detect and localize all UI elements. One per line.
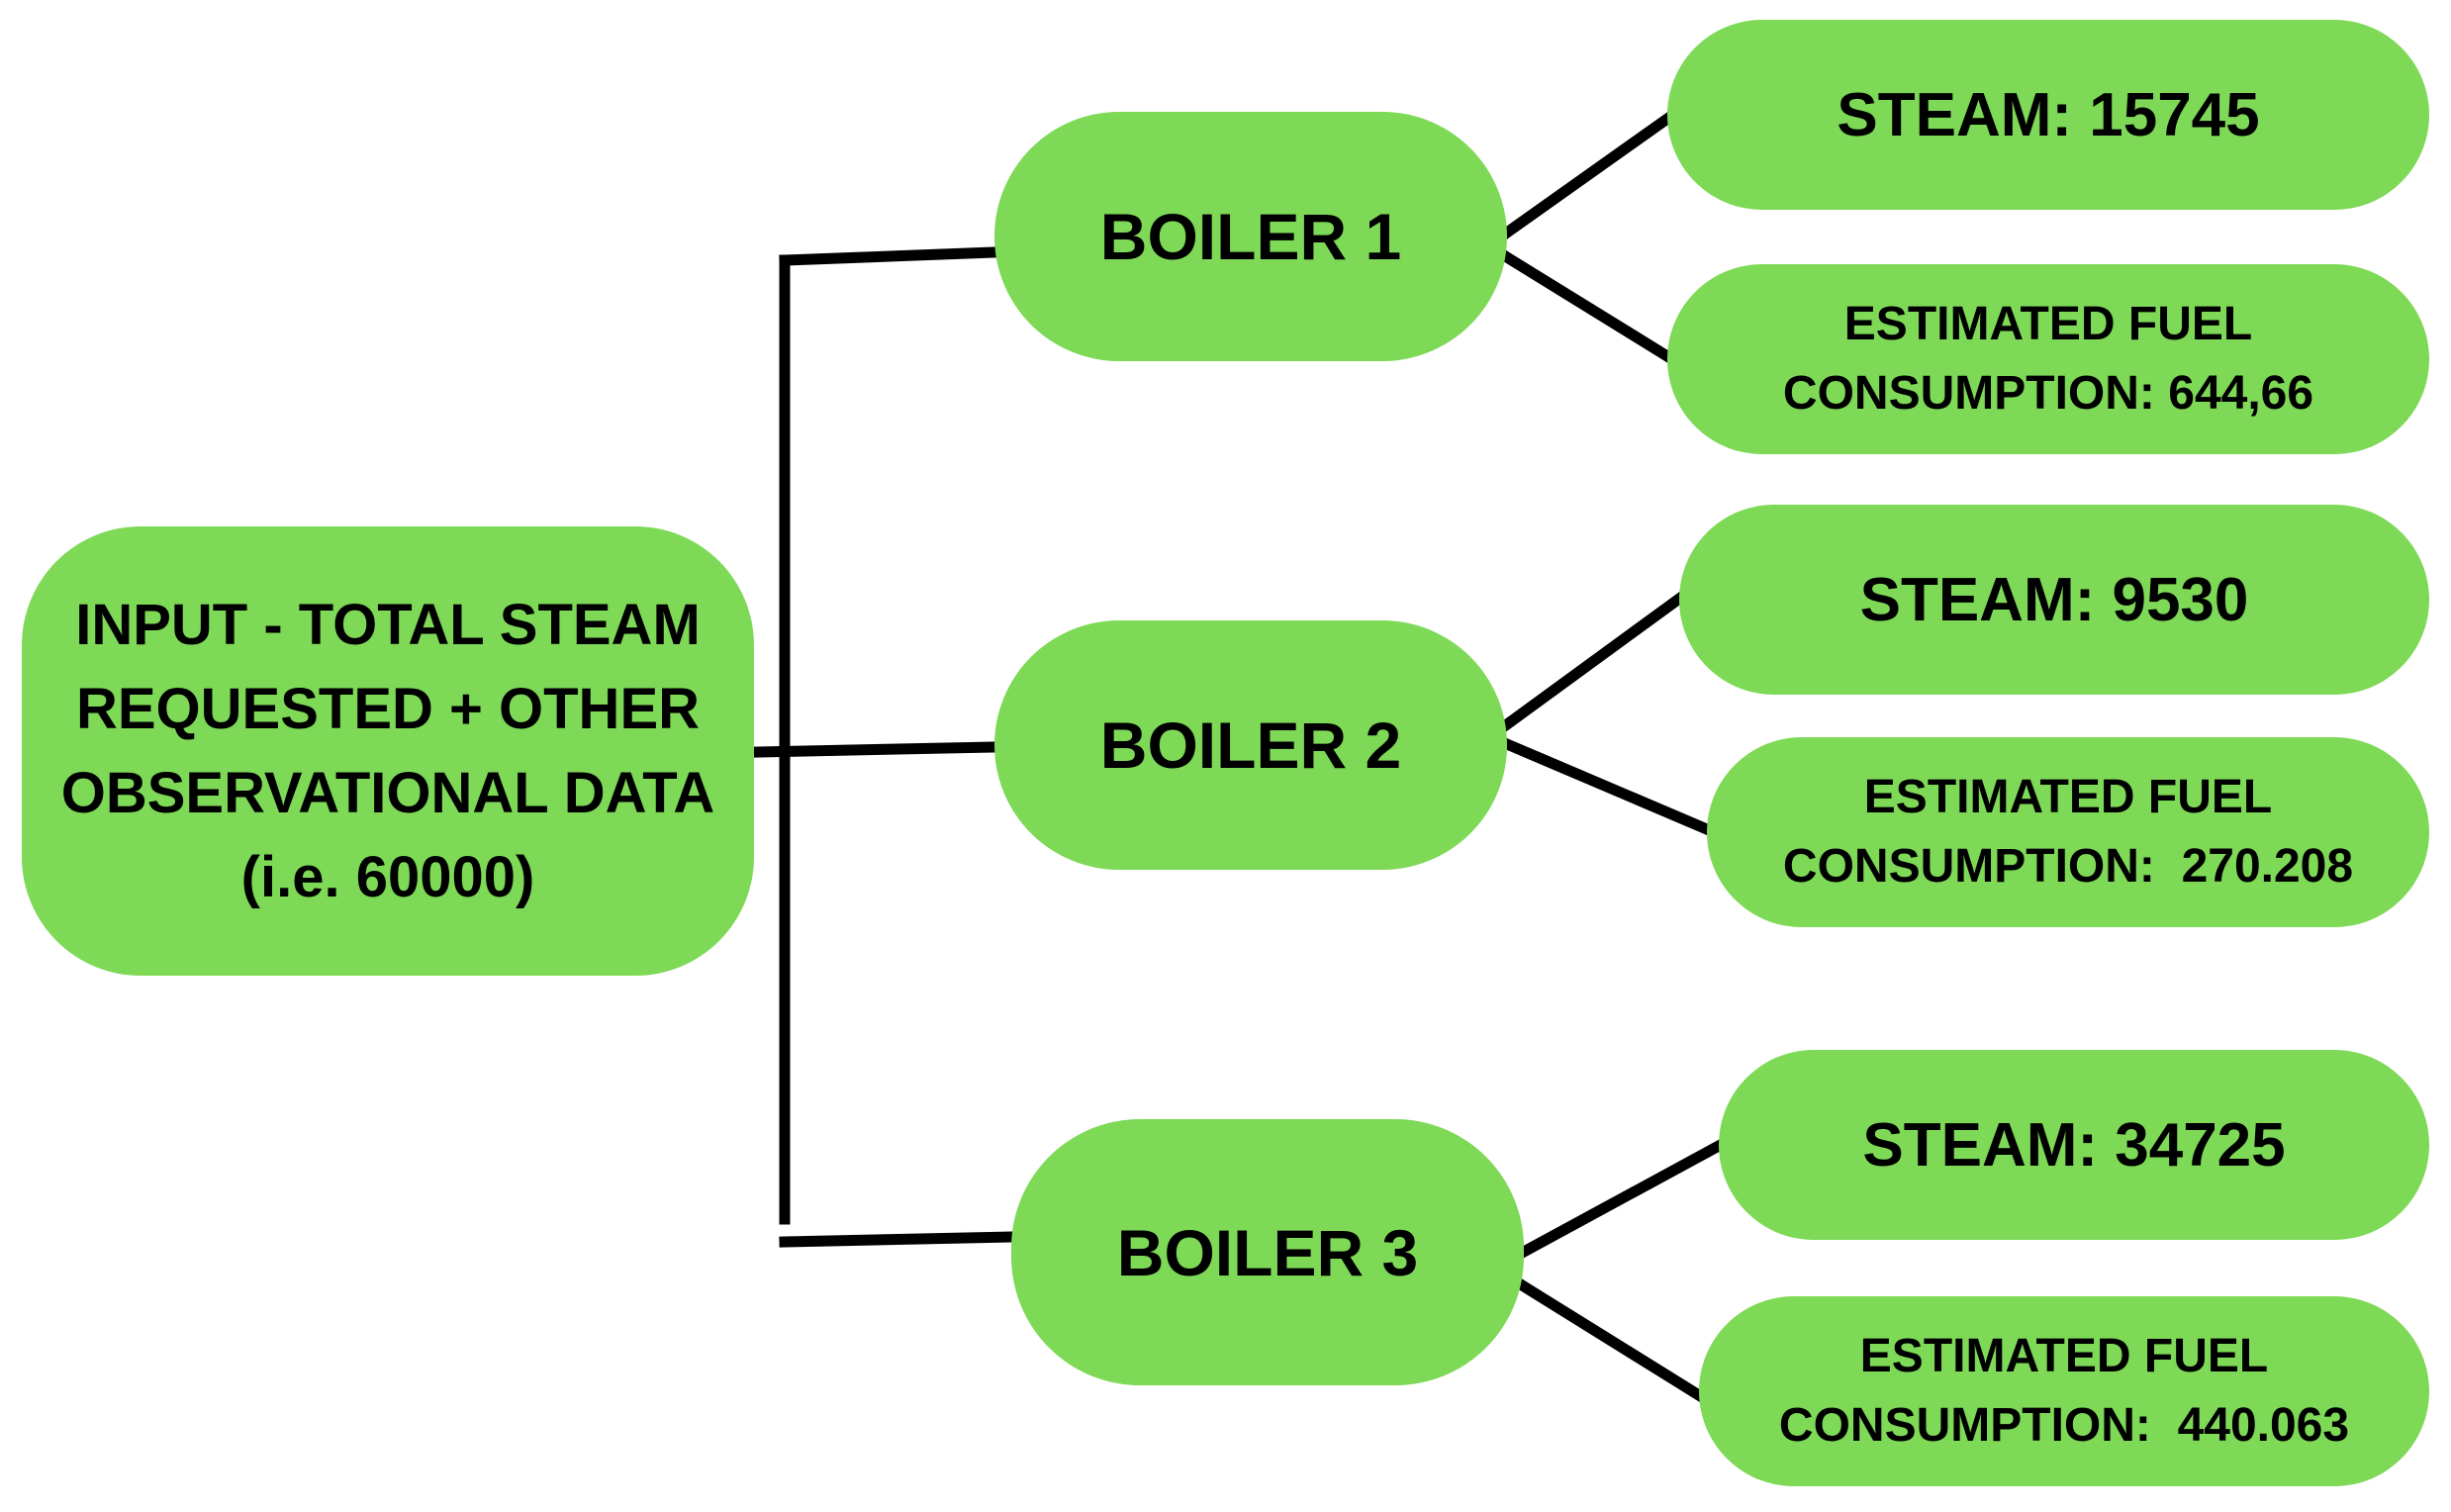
- boiler-3-label: BOILER 3: [1116, 1215, 1419, 1289]
- boiler-2-steam-node: STEAM: 9530: [1679, 505, 2429, 695]
- input-line-2: REQUESTED + OTHER: [75, 677, 701, 741]
- input-line-4: (i.e. 60000): [240, 845, 535, 909]
- boiler-2-node: BOILER 2: [994, 620, 1507, 870]
- boiler-1-fuel-line-1: ESTIMATED FUEL: [1843, 298, 2253, 350]
- boiler-1-fuel-line-2: CONSUMPTION: 644,66: [1782, 367, 2314, 420]
- boiler-3-fuel-line-2: CONSUMPTION: 440.063: [1778, 1399, 2350, 1452]
- boiler-2-fuel-node: ESTIMATED FUEL CONSUMPTION: 270.208: [1707, 737, 2429, 927]
- boiler-3-node: BOILER 3: [1011, 1119, 1524, 1385]
- boiler-1-label: BOILER 1: [1099, 200, 1402, 273]
- boiler-1-fuel-branch: [1499, 249, 1675, 364]
- input-connector-line: [752, 741, 1000, 758]
- boiler-2-fuel-line-1: ESTIMATED FUEL: [1863, 771, 2273, 823]
- boiler-2-steam-label: STEAM: 9530: [1859, 565, 2249, 634]
- boiler-1-connector-line: [779, 246, 1000, 266]
- boiler-2-steam-branch: [1499, 591, 1687, 732]
- boiler-3-steam-node: STEAM: 34725: [1719, 1050, 2429, 1240]
- boiler-2-fuel-branch: [1499, 736, 1715, 837]
- boiler-3-fuel-branch: [1516, 1278, 1707, 1403]
- input-line-3: OBSERVATIONAL DATA: [60, 761, 715, 825]
- boiler-2-fuel-line-2: CONSUMPTION: 270.208: [1782, 840, 2354, 893]
- boiler-1-node: BOILER 1: [994, 112, 1507, 361]
- boiler-1-steam-label: STEAM: 15745: [1837, 80, 2260, 149]
- boiler-2-label: BOILER 2: [1099, 709, 1402, 782]
- boiler-3-steam-branch: [1516, 1138, 1727, 1260]
- boiler-1-fuel-node: ESTIMATED FUEL CONSUMPTION: 644,66: [1667, 264, 2429, 454]
- boiler-3-steam-label: STEAM: 34725: [1862, 1110, 2286, 1180]
- boiler-3-fuel-line-1: ESTIMATED FUEL: [1859, 1330, 2269, 1382]
- boiler-3-fuel-node: ESTIMATED FUEL CONSUMPTION: 440.063: [1699, 1296, 2429, 1486]
- boiler-3-connector-line: [779, 1231, 1017, 1248]
- input-node: INPUT - TOTAL STEAM REQUESTED + OTHER OB…: [22, 526, 754, 976]
- boiler-1-steam-node: STEAM: 15745: [1667, 20, 2429, 210]
- input-line-1: INPUT - TOTAL STEAM: [75, 593, 701, 657]
- boiler-1-steam-branch: [1499, 111, 1675, 240]
